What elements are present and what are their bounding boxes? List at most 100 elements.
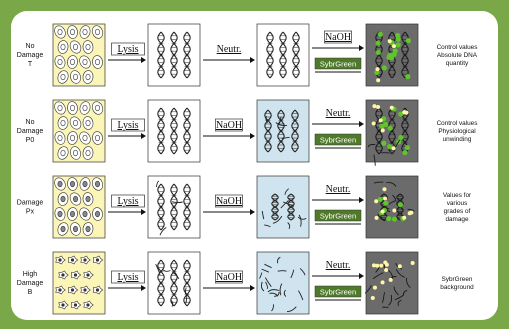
cell-nucleus <box>86 150 90 156</box>
lysis-arrow-head <box>141 209 146 215</box>
cell-nucleus <box>70 59 74 65</box>
result-panel-bg <box>366 252 418 314</box>
lysis-arrow-head <box>141 285 146 291</box>
cell-nucleus <box>61 303 64 306</box>
step2-arrow-head <box>250 57 255 63</box>
cell-nucleus <box>83 288 86 291</box>
lysis-label: Lysis <box>117 272 138 283</box>
result-panel-2 <box>366 176 418 238</box>
row-label: High <box>23 271 38 278</box>
cells-panel-2 <box>52 176 105 238</box>
sybrgreen-free <box>379 118 383 122</box>
cell-nucleus <box>73 226 77 232</box>
cell-nucleus <box>83 29 87 35</box>
cell-nucleus <box>58 181 62 187</box>
cell-nucleus <box>70 29 74 35</box>
sybrgreen-free <box>398 264 402 268</box>
step2-label: NaOH <box>216 196 242 207</box>
cell-nucleus <box>74 273 77 276</box>
sybrgreen-bound <box>402 150 407 155</box>
result-text: unwinding <box>443 136 472 143</box>
cell-nucleus <box>96 288 99 291</box>
cell-nucleus <box>83 181 87 187</box>
row-label: Px <box>26 209 35 216</box>
sybrgreen-free <box>392 146 396 150</box>
cell-nucleus <box>58 59 62 65</box>
row-label: No <box>26 43 35 50</box>
cell-nucleus <box>86 196 90 202</box>
cell-nucleus <box>95 29 99 35</box>
cell-nucleus <box>83 135 87 141</box>
dna-panel-bg <box>257 252 309 314</box>
sybrgreen-free <box>375 216 379 220</box>
sybrgreen-free <box>389 278 393 282</box>
result-panel-1 <box>366 100 418 166</box>
sybrgreen-free <box>392 44 396 48</box>
cell-nucleus <box>71 288 74 291</box>
step2-label: NaOH <box>216 120 242 131</box>
diagram-canvas: NoDamageTLysisNeutr.NaOHSybrGreenControl… <box>11 11 498 320</box>
cell-nucleus <box>86 74 90 80</box>
cell-nucleus <box>73 196 77 202</box>
row-label: B <box>28 289 33 296</box>
row-label: P0 <box>26 137 35 144</box>
cell-nucleus <box>58 258 61 261</box>
cell-nucleus <box>83 105 87 111</box>
sybrgreen-bound <box>376 41 381 46</box>
result-text: Control values <box>437 44 478 51</box>
dna-panel-1-2 <box>148 176 200 238</box>
cell-nucleus <box>70 181 74 187</box>
cell-nucleus <box>58 29 62 35</box>
result-text: grades of <box>444 208 471 215</box>
cell-nucleus <box>86 120 90 126</box>
sybrgreen-bound <box>386 55 391 60</box>
cell-nucleus <box>95 105 99 111</box>
sybrgreen-bound <box>406 38 411 43</box>
cell-nucleus <box>70 135 74 141</box>
step3-arrow-head <box>359 45 364 51</box>
row-label: Damage <box>17 280 44 287</box>
result-text: Absolute DNA <box>437 52 478 59</box>
sybrgreen-free <box>383 196 387 200</box>
result-text: various <box>447 200 468 207</box>
sybrgreen-free <box>384 268 388 272</box>
cell-nucleus <box>71 258 74 261</box>
cell-nucleus <box>61 196 65 202</box>
sybrgreen-bound <box>383 201 388 206</box>
sybrgreen-bound <box>398 135 403 140</box>
cell-nucleus <box>83 59 87 65</box>
result-text: background <box>440 284 474 291</box>
sybrgreen-free <box>372 104 376 108</box>
cells-panel-0 <box>52 24 105 86</box>
cell-nucleus <box>58 135 62 141</box>
sybrgreen-free <box>381 209 385 213</box>
cells-panel-3 <box>53 252 105 314</box>
step3-arrow-head <box>359 121 364 127</box>
sybrgreen-free <box>375 67 379 71</box>
cell-nucleus <box>61 226 65 232</box>
sybrgreen-bound <box>398 202 403 207</box>
step2-arrow-head <box>250 285 255 291</box>
row-label: T <box>28 61 33 68</box>
dna-panel-2-0 <box>257 24 309 86</box>
sybrgreen-free <box>402 110 406 114</box>
step2-arrow-head <box>250 209 255 215</box>
step3-label: NaOH <box>325 32 351 43</box>
sybrgreen-bound <box>405 74 410 79</box>
cell-nucleus <box>73 74 77 80</box>
sybrgreen-free <box>371 296 375 300</box>
cell-nucleus <box>95 181 99 187</box>
cell-nucleus <box>83 211 87 217</box>
cell-nucleus <box>95 211 99 217</box>
sybrgreen-free <box>411 261 415 265</box>
cell-nucleus <box>95 59 99 65</box>
cell-nucleus <box>86 303 89 306</box>
dna-panel-2-2 <box>257 176 309 238</box>
sybrgreen-free <box>379 264 383 268</box>
step3-arrow-head <box>359 273 364 279</box>
sybrgreen-bound <box>379 124 384 129</box>
cell-nucleus <box>61 273 64 276</box>
dna-panel-2-3 <box>257 252 309 314</box>
